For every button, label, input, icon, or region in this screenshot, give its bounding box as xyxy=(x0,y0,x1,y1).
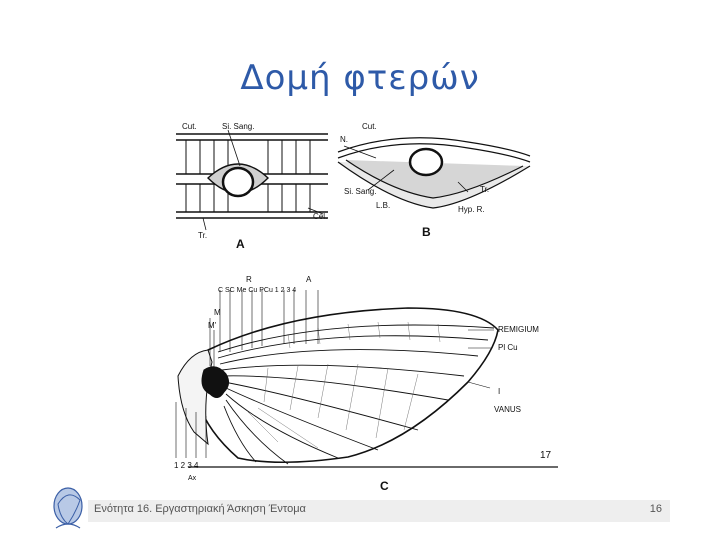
panel-a-cel-label: Cel. xyxy=(313,212,327,221)
footer-course-text: Ενότητα 16. Εργαστηριακή Άσκηση Έντομα xyxy=(94,503,306,515)
panel-b-lb-label: L.B. xyxy=(376,201,390,210)
panel-a-diagram xyxy=(176,129,328,231)
slide-footer: Ενότητα 16. Εργαστηριακή Άσκηση Έντομα 1… xyxy=(88,500,670,522)
panel-c-ax-label: Ax xyxy=(188,475,197,482)
panel-a-tr-label: Tr. xyxy=(198,231,207,240)
panel-c-i-label: I xyxy=(498,387,500,396)
panel-c-a-label: A xyxy=(306,275,312,284)
wing-structure-figure: Cut. Si. Sang. Cel. Tr. A N. Cut. Si. Sa… xyxy=(168,112,560,490)
panel-c-m1-label: M' xyxy=(208,321,217,330)
panel-c-page-ref: 17 xyxy=(540,450,552,461)
panel-a-sisang-label: Si. Sang. xyxy=(222,122,254,131)
panel-c-m-label: M xyxy=(214,308,221,317)
panel-c-letter: C xyxy=(380,479,389,490)
slide-title: Δομή φτερών xyxy=(240,58,480,98)
university-logo xyxy=(50,484,86,532)
panel-a-letter: A xyxy=(236,237,245,251)
panel-c-remigium-label: REMIGIUM xyxy=(498,325,539,334)
panel-b-hypr-label: Hyp. R. xyxy=(458,205,485,214)
panel-b-letter: B xyxy=(422,225,431,239)
panel-b-cut-label: Cut. xyxy=(362,122,377,131)
panel-c-diagram xyxy=(175,290,558,468)
panel-b-tr-label: Tr. xyxy=(480,185,489,194)
panel-c-r-label: R xyxy=(246,275,252,284)
panel-a-cut-label: Cut. xyxy=(182,122,197,131)
footer-page-number: 16 xyxy=(649,503,662,515)
athena-head-icon xyxy=(53,487,83,529)
panel-c-plcu-label: Pl Cu xyxy=(498,343,518,352)
wing-diagram: Cut. Si. Sang. Cel. Tr. A N. Cut. Si. Sa… xyxy=(174,122,558,490)
panel-c-bottom-numbers: 1 2 3 4 xyxy=(174,461,199,470)
panel-b-diagram xyxy=(337,137,531,209)
panel-c-vein-labels: C SC Me Cu PCu 1 2 3 4 xyxy=(218,287,296,294)
panel-b-n-label: N. xyxy=(340,135,348,144)
panel-b-sisang-label: Si. Sang. xyxy=(344,187,376,196)
panel-c-vanus-label: VANUS xyxy=(494,405,521,414)
